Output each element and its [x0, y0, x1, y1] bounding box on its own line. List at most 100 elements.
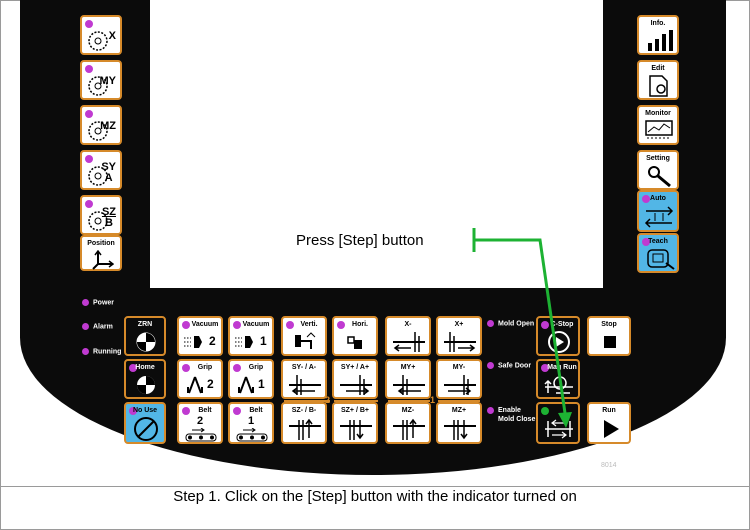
axes-icon: [92, 250, 114, 270]
vacuum-2-key[interactable]: Vacuum 2: [177, 316, 223, 356]
info-label: Info.: [650, 20, 666, 27]
group-2-number: 2: [325, 395, 331, 405]
belt-1-key[interactable]: Belt 1: [228, 402, 274, 444]
step-icon: [545, 419, 573, 439]
sy-minus-a-minus-key[interactable]: SY- / A-: [281, 359, 327, 399]
mz-plus-key[interactable]: MZ+: [436, 402, 482, 444]
led-icon: [129, 364, 137, 372]
jog-my-key[interactable]: MY: [80, 60, 122, 100]
grip-1-key[interactable]: Grip 1: [228, 359, 274, 399]
jog-my-label: MY: [99, 75, 117, 87]
mz-minus-key[interactable]: MZ-: [385, 402, 431, 444]
led-icon: [182, 407, 190, 415]
monitor-screen-icon: [645, 120, 673, 139]
grip-1-label: Grip: [248, 364, 264, 371]
vacuum-2-label: Vacuum: [191, 321, 219, 328]
document-gear-icon: [649, 75, 668, 97]
grip-2-key[interactable]: Grip 2: [177, 359, 223, 399]
auto-label: Auto: [650, 195, 666, 202]
conveyor-belt-icon: [185, 428, 217, 442]
vacuum-1-label: Vacuum: [242, 321, 270, 328]
handwheel-icon: [88, 166, 108, 186]
led-icon: [642, 238, 650, 246]
edit-key[interactable]: Edit: [637, 60, 679, 100]
group-1-line-right: [438, 400, 480, 402]
x-minus-key[interactable]: X-: [385, 316, 431, 356]
teach-key[interactable]: Teach: [637, 233, 679, 273]
my-plus-key[interactable]: MY+: [385, 359, 431, 399]
mold-open-label: Mold Open: [498, 320, 535, 328]
mold-close-label: Mold Close: [498, 416, 536, 423]
monitor-key[interactable]: Monitor: [637, 105, 679, 145]
run-key[interactable]: Run: [587, 402, 631, 444]
conveyor-belt-icon: [236, 428, 268, 442]
zrn-key[interactable]: ZRN: [124, 316, 166, 356]
vacuum-cup-icon: [184, 336, 202, 348]
vacuum-1-key[interactable]: Vacuum 1: [228, 316, 274, 356]
setting-label: Setting: [646, 155, 670, 162]
belt-2-label: Belt: [198, 407, 212, 414]
home-key[interactable]: Home: [124, 359, 166, 399]
grip-1-number: 1: [258, 377, 265, 391]
no-use-key[interactable]: No Use: [124, 402, 166, 444]
sz-plus-b-plus-key[interactable]: SZ+ / B+: [332, 402, 378, 444]
position-label: Position: [87, 240, 115, 247]
jog-x-key[interactable]: X: [80, 15, 122, 55]
axis-up-arrow-icon: [289, 418, 321, 440]
my-minus-key[interactable]: MY-: [436, 359, 482, 399]
horizontal-key[interactable]: Hori.: [332, 316, 378, 356]
cycle-stop-label: C-Stop: [550, 321, 574, 328]
mz-minus-label: MZ-: [401, 407, 415, 414]
led-icon: [182, 321, 190, 329]
auto-key[interactable]: Auto: [637, 190, 679, 232]
running-label: Running: [93, 348, 122, 356]
pendant-hand-icon: [647, 249, 675, 270]
jog-sy-text: SY: [101, 161, 116, 173]
stop-label: Stop: [601, 321, 617, 328]
power-label: Power: [93, 299, 115, 307]
vertical-key[interactable]: Verti.: [281, 316, 327, 356]
vertical-posture-icon: [295, 332, 316, 349]
horizontal-posture-icon: [347, 336, 362, 349]
info-key[interactable]: Info.: [637, 15, 679, 55]
home-target-icon: [137, 376, 155, 394]
mold-open-led-icon: [487, 320, 494, 327]
vacuum-cup-icon: [235, 336, 253, 348]
handwheel-icon: [88, 211, 108, 231]
jog-sz-text: SZ: [101, 206, 116, 218]
stop-key[interactable]: Stop: [587, 316, 631, 356]
grip-2-label: Grip: [197, 364, 213, 371]
mz-plus-label: MZ+: [451, 407, 467, 414]
x-plus-key[interactable]: X+: [436, 316, 482, 356]
auto-cycle-icon: [644, 206, 674, 228]
power-led-icon: [82, 299, 89, 306]
run-label: Run: [602, 407, 616, 414]
axis-down-arrow-icon: [340, 420, 372, 440]
sz-minus-b-minus-key[interactable]: SZ- / B-: [281, 402, 327, 444]
x-left-arrow-icon: [393, 332, 425, 352]
led-icon: [541, 321, 549, 329]
my-minus-label: MY-: [452, 364, 466, 371]
monitor-label: Monitor: [645, 110, 671, 117]
no-use-label: No Use: [132, 407, 158, 414]
setting-key[interactable]: Setting: [637, 150, 679, 190]
jog-mz-key[interactable]: MZ: [80, 105, 122, 145]
serial-number: 8014: [601, 462, 617, 469]
cycle-stop-icon: [548, 331, 570, 353]
vacuum-2-number: 2: [209, 334, 216, 348]
led-icon: [85, 20, 93, 28]
step-key[interactable]: [536, 402, 580, 444]
led-icon: [286, 321, 294, 329]
led-icon: [85, 155, 93, 163]
belt-2-key[interactable]: Belt 2: [177, 402, 223, 444]
sy-plus-a-plus-key[interactable]: SY+ / A+: [332, 359, 378, 399]
x-minus-label: X-: [404, 321, 412, 328]
teach-label: Teach: [648, 238, 668, 245]
jog-mz-label: MZ: [100, 120, 116, 132]
position-key[interactable]: Position: [80, 235, 122, 271]
